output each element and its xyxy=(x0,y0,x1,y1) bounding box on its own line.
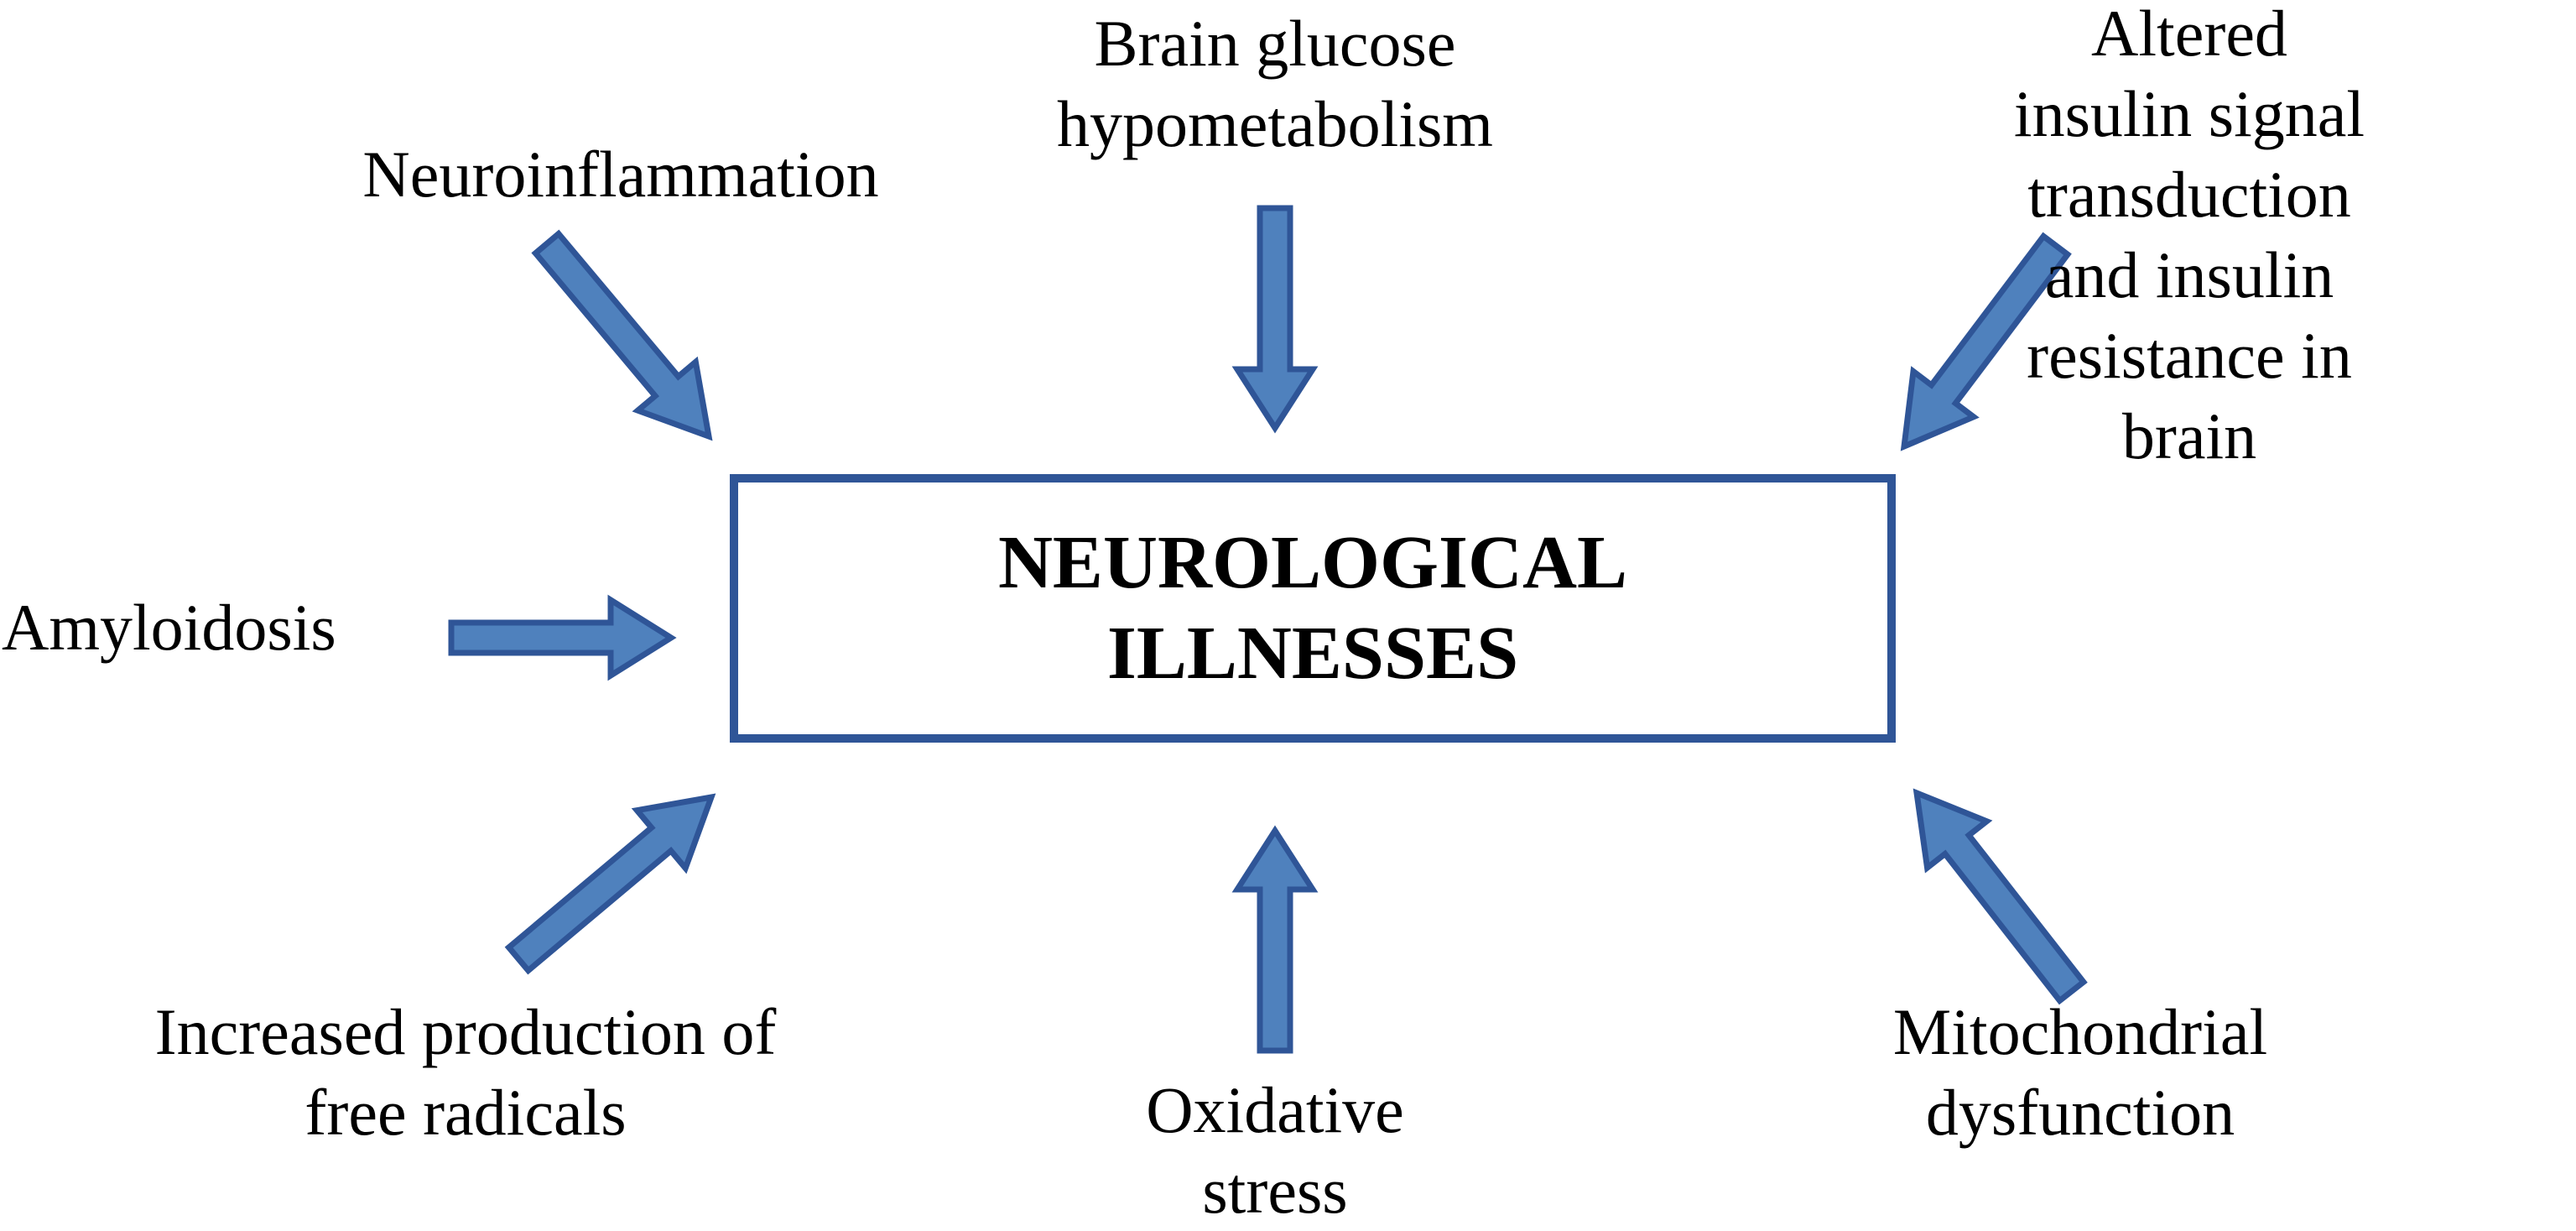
arrow-amyloidosis xyxy=(448,594,677,681)
arrow-insulin xyxy=(1900,232,2072,451)
arrow-neuroinflammation xyxy=(531,229,713,441)
arrow-brain-glucose xyxy=(1231,205,1319,434)
arrow-mitochondrial xyxy=(1912,788,2088,1005)
label-neuroinflammation: Neuroinflammation xyxy=(362,138,879,211)
label-amyloidosis: Amyloidosis xyxy=(2,591,336,664)
label-oxidative-stress: Oxidative stress xyxy=(1146,1073,1404,1227)
label-brain-glucose: Brain glucose hypometabolism xyxy=(1057,7,1493,160)
arrow-oxidative-stress xyxy=(1231,825,1319,1054)
label-mitochondrial: Mitochondrial dysfunction xyxy=(1892,995,2268,1149)
arrow-free-radicals xyxy=(504,793,716,975)
center-box: NEUROLOGICAL ILLNESSES xyxy=(730,474,1896,743)
center-title: NEUROLOGICAL ILLNESSES xyxy=(997,521,1628,695)
label-insulin: Altered insulin signal transduction and … xyxy=(2013,0,2365,472)
label-free-radicals: Increased production of free radicals xyxy=(154,995,777,1149)
